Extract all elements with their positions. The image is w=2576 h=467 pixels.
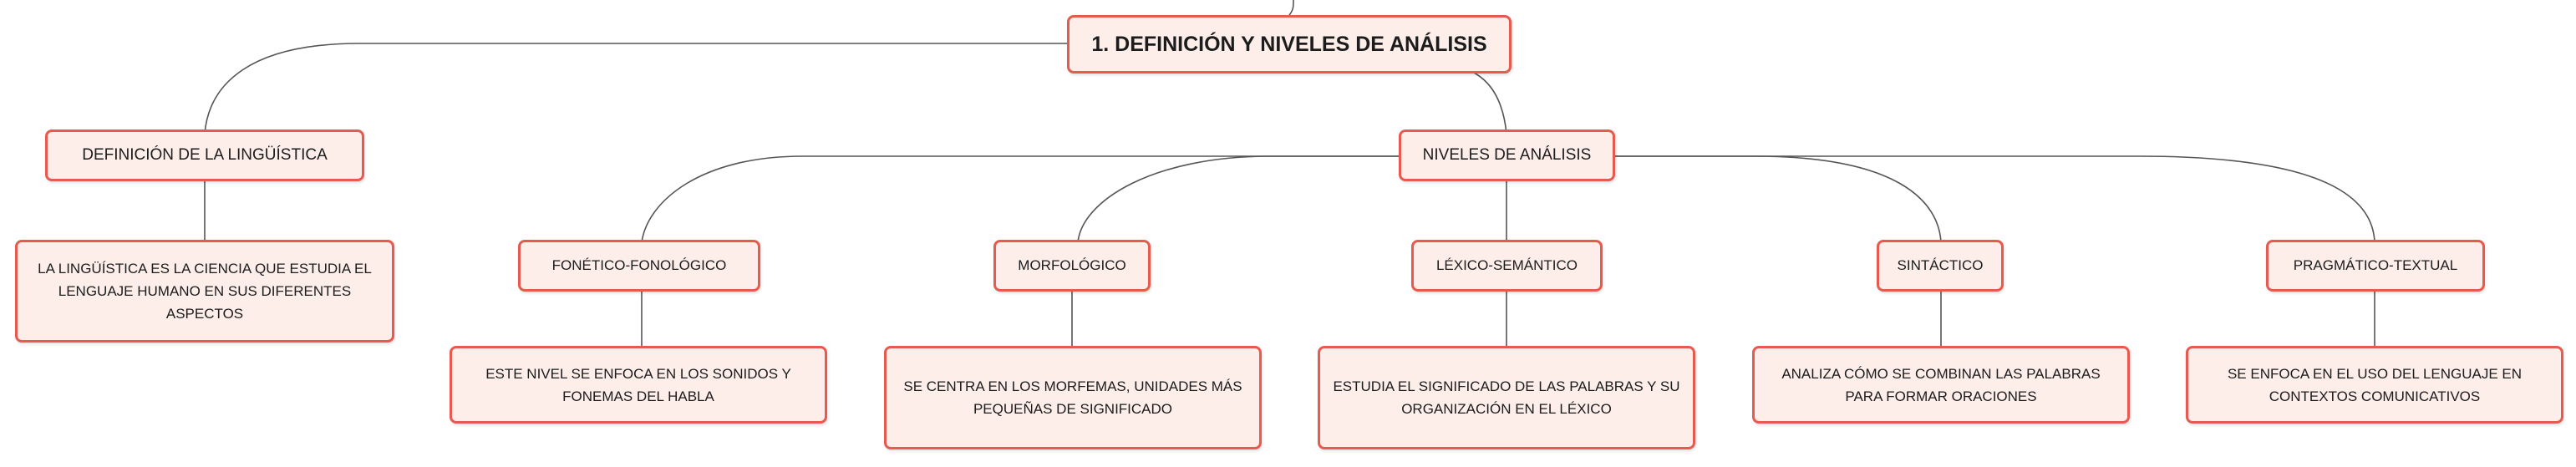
topic-morfologico-label: MORFOLÓGICO — [1018, 257, 1126, 273]
topic-lexico-semantico-label: LÉXICO-SEMÁNTICO — [1435, 257, 1578, 273]
detail-definicion[interactable]: LA LINGÜÍSTICA ES LA CIENCIA QUE ESTUDIA… — [15, 240, 394, 343]
topic-definicion-label: DEFINICIÓN DE LA LINGÜÍSTICA — [82, 146, 328, 164]
connector-niveles-to-morfologico — [1077, 155, 1400, 243]
topic-sintactico[interactable]: SINTÁCTICO — [1877, 240, 2004, 292]
detail-lexico-semantico-text: ESTUDIA EL SIGNIFICADO DE LAS PALABRAS Y… — [1333, 378, 1680, 417]
topic-fonetico-fonologico[interactable]: FONÉTICO-FONOLÓGICO — [518, 240, 760, 292]
topic-niveles[interactable]: NIVELES DE ANÁLISIS — [1399, 129, 1615, 181]
detail-pragmatico-textual[interactable]: SE ENFOCA EN EL USO DEL LENGUAJE EN CONT… — [2186, 346, 2563, 424]
root-topic[interactable]: 1. DEFINICIÓN Y NIVELES DE ANÁLISIS — [1067, 15, 1512, 74]
topic-fonetico-fonologico-label: FONÉTICO-FONOLÓGICO — [551, 257, 727, 273]
detail-pragmatico-textual-text: SE ENFOCA EN EL USO DEL LENGUAJE EN CONT… — [2227, 365, 2523, 404]
detail-lexico-semantico[interactable]: ESTUDIA EL SIGNIFICADO DE LAS PALABRAS Y… — [1318, 346, 1695, 449]
connector-root-to-niveles — [1471, 71, 1507, 135]
connector-root-to-definicion — [204, 43, 1072, 135]
detail-fonetico-fonologico[interactable]: ESTE NIVEL SE ENFOCA EN LOS SONIDOS Y FO… — [450, 346, 827, 424]
topic-definicion[interactable]: DEFINICIÓN DE LA LINGÜÍSTICA — [45, 129, 364, 181]
detail-definicion-text: LA LINGÜÍSTICA ES LA CIENCIA QUE ESTUDIA… — [38, 261, 372, 322]
topic-niveles-label: NIVELES DE ANÁLISIS — [1422, 146, 1592, 164]
topic-morfologico[interactable]: MORFOLÓGICO — [993, 240, 1151, 292]
topic-sintactico-label: SINTÁCTICO — [1897, 257, 1984, 273]
detail-morfologico-text: SE CENTRA EN LOS MORFEMAS, UNIDADES MÁS … — [903, 378, 1242, 417]
detail-fonetico-fonologico-text: ESTE NIVEL SE ENFOCA EN LOS SONIDOS Y FO… — [485, 365, 791, 404]
connector-parent-stub — [1288, 0, 1294, 16]
detail-sintactico-text: ANALIZA CÓMO SE COMBINAN LAS PALABRAS PA… — [1781, 365, 2101, 404]
topic-pragmatico-textual-label: PRAGMÁTICO-TEXTUAL — [2293, 257, 2458, 273]
connector-niveles-to-pragmatico — [1613, 155, 2375, 243]
detail-sintactico[interactable]: ANALIZA CÓMO SE COMBINAN LAS PALABRAS PA… — [1752, 346, 2130, 424]
detail-morfologico[interactable]: SE CENTRA EN LOS MORFEMAS, UNIDADES MÁS … — [884, 346, 1262, 449]
topic-lexico-semantico[interactable]: LÉXICO-SEMÁNTICO — [1411, 240, 1603, 292]
topic-pragmatico-textual[interactable]: PRAGMÁTICO-TEXTUAL — [2266, 240, 2485, 292]
connector-niveles-to-fonetico — [641, 155, 1400, 243]
root-topic-label: 1. DEFINICIÓN Y NIVELES DE ANÁLISIS — [1091, 32, 1487, 56]
connector-niveles-to-sintactico — [1613, 155, 1942, 243]
